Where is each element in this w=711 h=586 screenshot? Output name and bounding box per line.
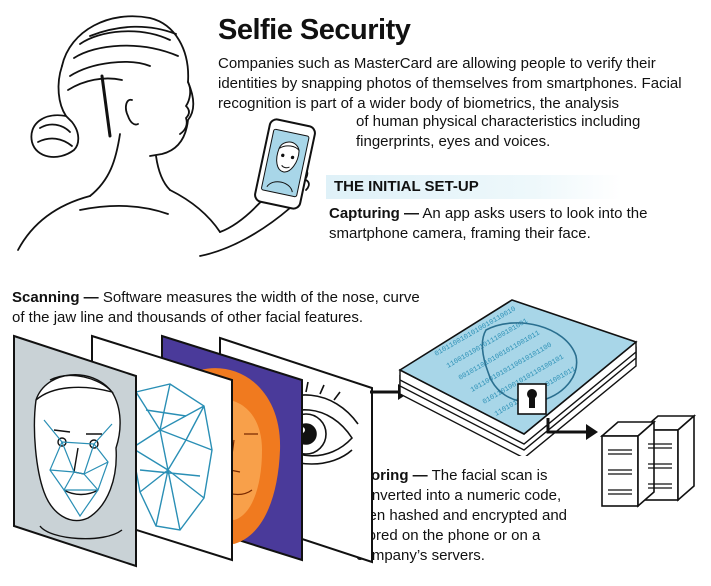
intro-paragraph-2: of human physical characteristics includ… [356, 113, 641, 150]
capturing-label: Capturing — [329, 205, 419, 222]
storing-step: Storing — The facial scan is converted i… [356, 466, 584, 566]
page-title: Selfie Security [218, 14, 411, 46]
scanning-step: Scanning — Software measures the width o… [12, 288, 432, 328]
photo-layer [13, 334, 137, 568]
woman-taking-selfie-illustration [17, 15, 316, 257]
storing-label: Storing — [356, 467, 428, 484]
encrypted-data-stack: 0101100101010010110010 11001010010111001… [398, 299, 638, 456]
server-arrow-icon [546, 418, 598, 440]
smartphone-icon [254, 118, 316, 210]
scanning-label: Scanning — [12, 289, 99, 306]
storing-text: The facial scan is converted into a nume… [356, 467, 568, 564]
setup-header-band [326, 175, 622, 199]
capturing-step: Capturing — An app asks users to look in… [329, 204, 659, 244]
capturing-text: An app asks users to look into the smart… [329, 205, 648, 242]
scanning-text: Software measures the width of the nose,… [12, 289, 420, 326]
intro-paragraph-1: Companies such as MasterCard are allowin… [218, 55, 682, 112]
setup-title: THE INITIAL SET-UP [334, 178, 479, 195]
keyhole-lock-icon [517, 383, 547, 415]
scanning-layers-illustration [13, 334, 373, 568]
server-towers-icon [599, 414, 697, 508]
